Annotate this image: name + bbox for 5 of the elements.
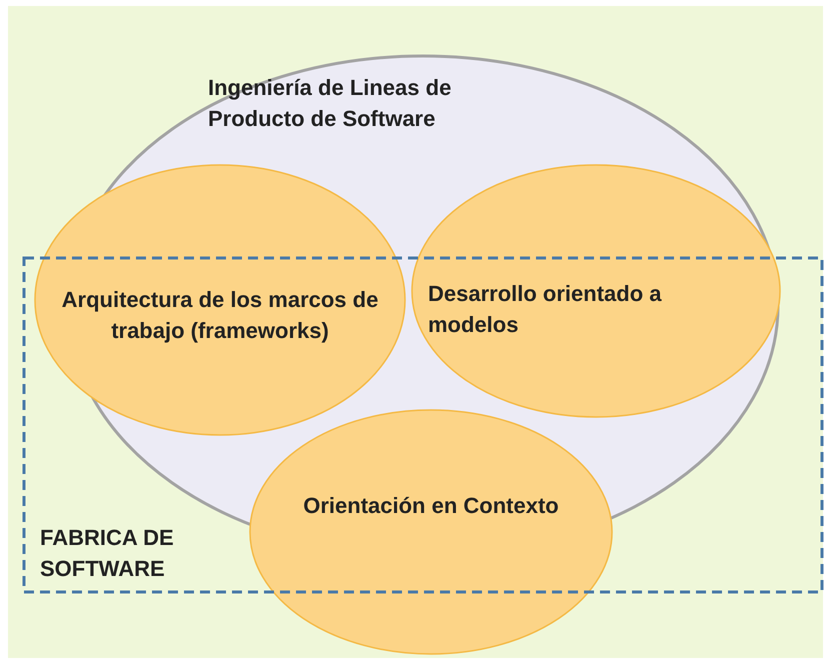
frame-label: FABRICA DE SOFTWARE <box>40 524 175 583</box>
region-label: Arquitectura de los marcos de trabajo (frameworks) <box>60 286 380 345</box>
region-label: Ingeniería de Lineas de Producto de Software <box>208 74 452 133</box>
region-label: Desarrollo orientado a modelos <box>428 280 663 339</box>
region-label: Orientación en Contexto <box>302 492 560 520</box>
